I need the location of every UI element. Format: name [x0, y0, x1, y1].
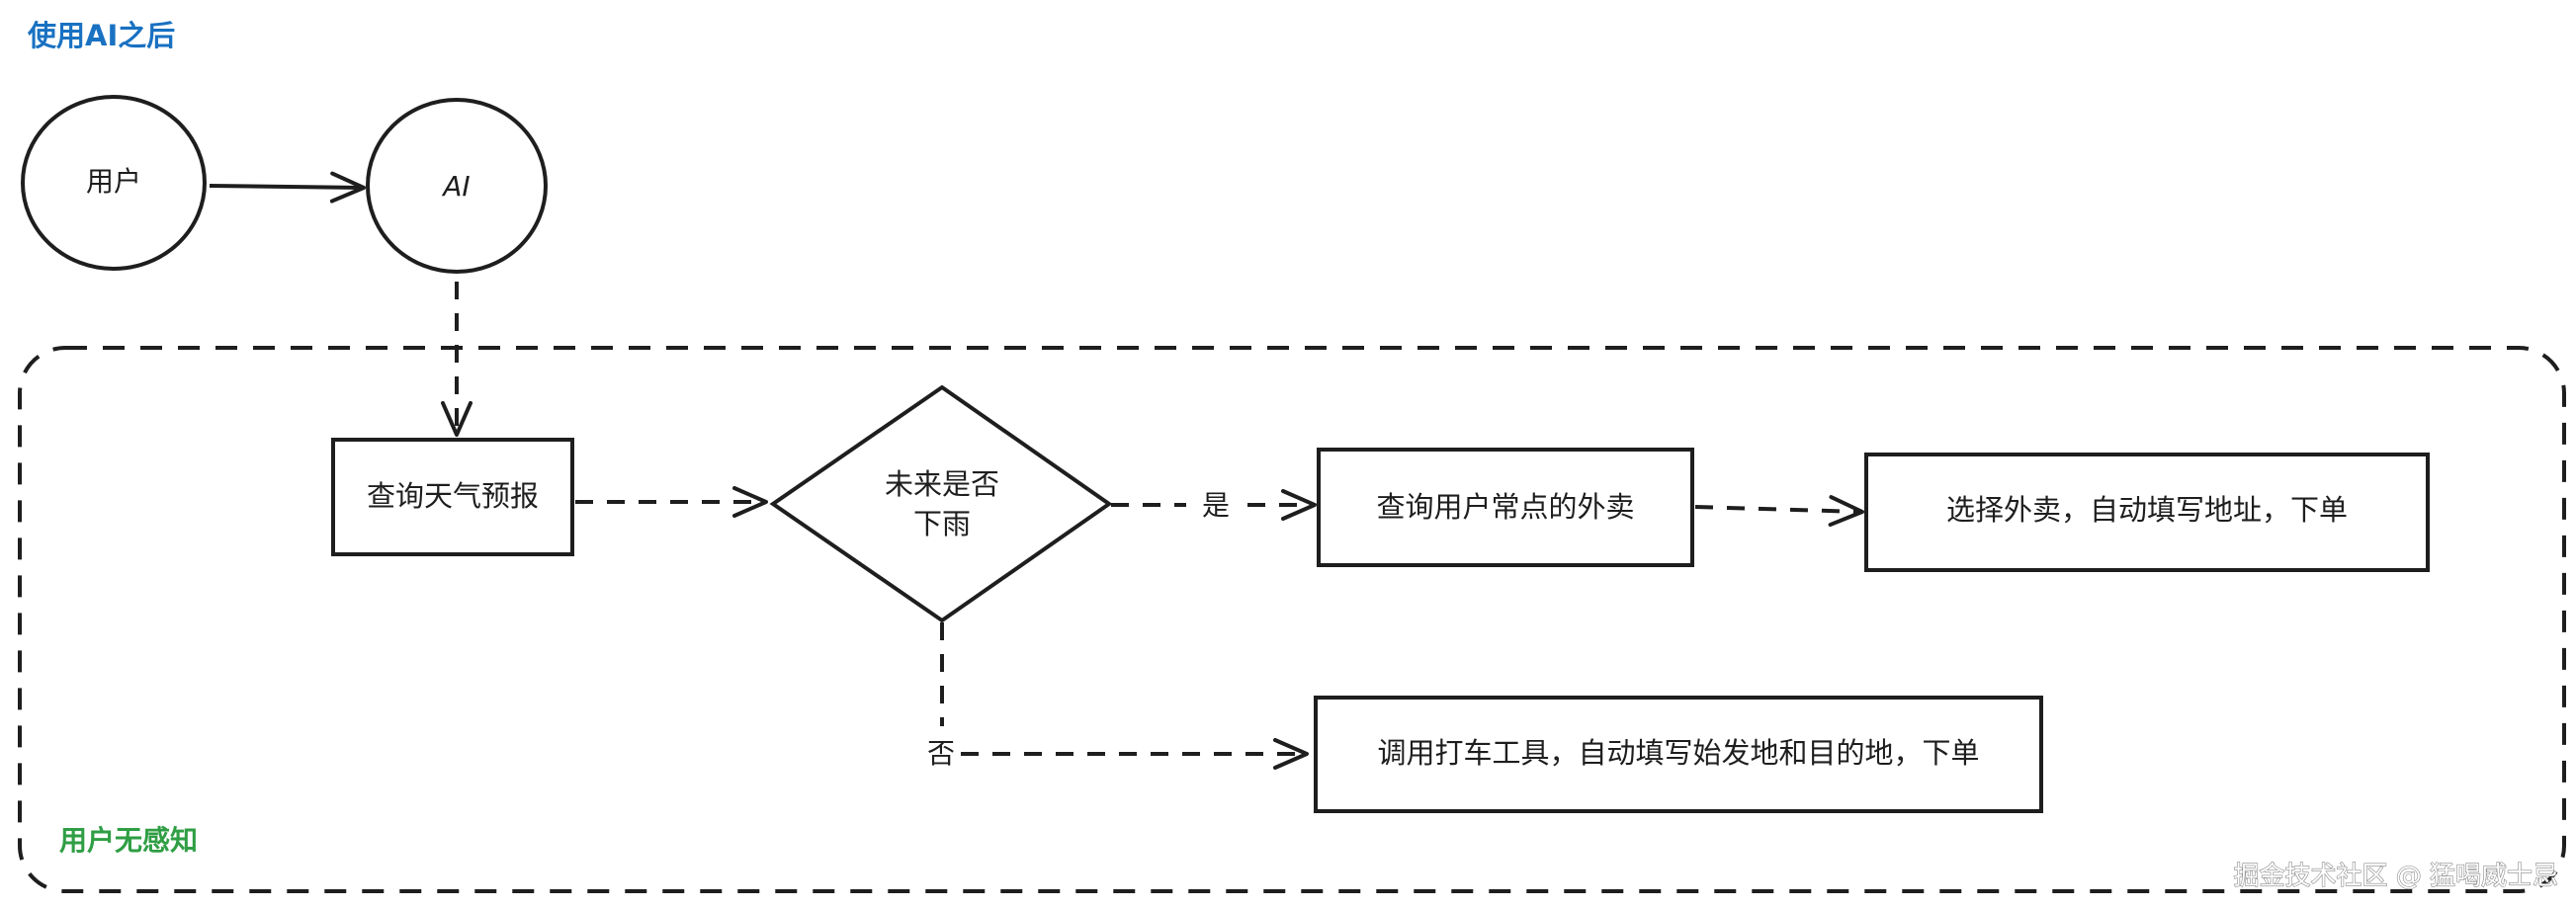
group-label: 用户无感知	[59, 824, 198, 857]
decision-node	[769, 384, 1113, 623]
query-takeout-node	[1317, 448, 1694, 567]
user-node-label: 用户	[86, 165, 141, 198]
edge-takeout-to-order	[1694, 495, 1864, 528]
query-weather-node	[331, 438, 574, 556]
ai-node	[366, 98, 548, 274]
taxi-label: 调用打车工具，自动填写始发地和目的地，下单	[1377, 736, 1979, 770]
decision-label-line2: 下雨	[913, 507, 971, 540]
watermark: 掘金技术社区 @ 猛喝威士忌	[2233, 862, 2558, 891]
order-takeout-node	[1864, 453, 2430, 572]
user-node	[21, 95, 207, 271]
edge-user-to-ai	[209, 171, 366, 204]
group-container	[18, 346, 2566, 893]
ai-node-label: AI	[441, 170, 470, 203]
query-takeout-label: 查询用户常点的外卖	[1376, 490, 1634, 524]
taxi-node	[1314, 696, 2043, 813]
decision-label-line1: 未来是否	[885, 467, 999, 501]
order-takeout-label: 选择外卖，自动填写地址，下单	[1946, 493, 2348, 527]
edge-label-no: 否	[927, 737, 955, 770]
edge-label-yes: 是	[1202, 489, 1230, 522]
query-weather-label: 查询天气预报	[367, 479, 539, 513]
diagram-title: 使用AI之后	[27, 19, 175, 52]
